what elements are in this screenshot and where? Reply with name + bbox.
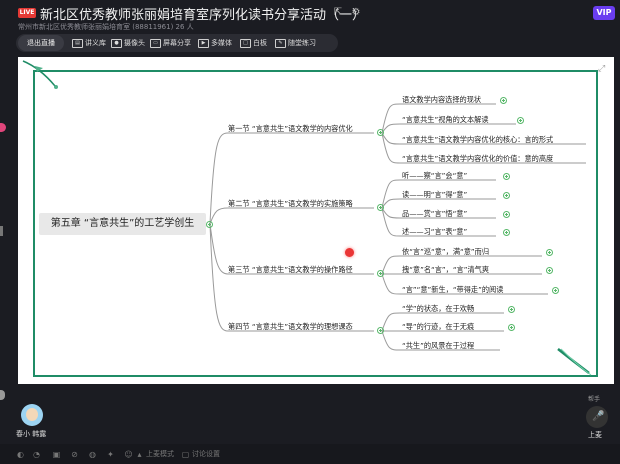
expand-leaf-icon[interactable]: [503, 229, 510, 236]
tool-label: 多媒体: [211, 39, 232, 47]
decor-bottom-right: [557, 348, 592, 376]
mindmap-section-2[interactable]: 第二节 “言意共生”语文教学的实施策略: [228, 199, 353, 208]
laser-pointer-icon: [345, 248, 354, 257]
exit-live-button[interactable]: 退出直播: [18, 35, 64, 51]
share-icon[interactable]: ⇱: [333, 7, 343, 18]
tool-camera-button[interactable]: ●摄像头: [111, 35, 145, 51]
screen-share-icon: ▭: [150, 38, 161, 48]
slide-frame: [33, 70, 598, 377]
expand-leaf-icon[interactable]: [503, 192, 510, 199]
mindmap-leaf[interactable]: “导”的行迹，在于无痕: [402, 322, 475, 331]
tool-label: 随堂练习: [288, 39, 316, 47]
beauty-icon[interactable]: ☺: [124, 450, 133, 459]
comment-settings-icon: ▢: [181, 450, 190, 459]
mindmap-leaf[interactable]: “言意共生”视角的文本解读: [402, 115, 489, 124]
tool-handout-button[interactable]: ▤讲义库: [72, 35, 106, 51]
expand-leaf-icon[interactable]: [500, 97, 507, 104]
mindmap-leaf[interactable]: “言”“意”新生，“带得走”的阅读: [402, 285, 504, 294]
tool-whiteboard-button[interactable]: □白板: [240, 35, 267, 51]
bottom-bar: [0, 444, 620, 464]
mindmap-leaf[interactable]: “言意共生”语文教学内容优化的价值：意的高度: [402, 154, 554, 163]
mic-label: 上麦: [588, 431, 602, 439]
expand-root-icon[interactable]: [206, 221, 213, 228]
volume-icon[interactable]: ◔: [33, 450, 40, 459]
expand-leaf-icon[interactable]: [552, 287, 559, 294]
tool-label: 摄像头: [124, 39, 145, 47]
camera-toggle-icon[interactable]: ▣: [52, 450, 61, 459]
quiz-icon: ✎: [275, 38, 286, 48]
whiteboard-icon: □: [240, 38, 251, 48]
group-info: 常州市新北区优秀教师张丽娟培育室 (88811961) 26 人: [18, 23, 194, 31]
mindmap-leaf[interactable]: “学”的状态，在于欢畅: [402, 304, 475, 313]
mindmap-leaf[interactable]: 依“言”巡“意”，满“意”而归: [402, 247, 490, 256]
expand-leaf-icon[interactable]: [503, 211, 510, 218]
mindmap-leaf[interactable]: 拽“意”名“言”，“言”清气爽: [402, 265, 490, 274]
avatar-face: [26, 408, 38, 421]
page-title: 新北区优秀教师张丽娟培育室序列化读书分享活动（一）: [40, 8, 366, 23]
expand-leaf-icon[interactable]: [508, 306, 515, 313]
settings-icon[interactable]: ⚙: [351, 7, 361, 18]
expand-leaf-icon[interactable]: [546, 249, 553, 256]
mindmap-leaf[interactable]: 品——赏“言”悟“意”: [402, 209, 468, 218]
mindmap-section-3[interactable]: 第三节 “言意共生”语文教学的操作路径: [228, 265, 353, 274]
decor-top-left: [22, 60, 58, 89]
helper-label: 帮手: [588, 396, 601, 403]
mic-icon: 🎤: [592, 411, 605, 422]
expand-section-1-icon[interactable]: [377, 129, 384, 136]
tool-label: 屏幕分享: [163, 39, 191, 47]
mindmap-section-4[interactable]: 第四节 “言意共生”语文教学的理想课态: [228, 322, 353, 331]
mindmap-leaf[interactable]: 读——明“言”得“意”: [402, 190, 468, 199]
expand-leaf-icon[interactable]: [546, 267, 553, 274]
mindmap-leaf[interactable]: 语文教学内容选择的现状: [402, 95, 482, 104]
side-handle[interactable]: [0, 390, 5, 400]
vip-badge[interactable]: VIP: [593, 6, 615, 20]
mindmap-leaf[interactable]: “言意共生”语文教学内容优化的核心：言的形式: [402, 135, 554, 144]
expand-section-2-icon[interactable]: [377, 204, 384, 211]
effects-icon[interactable]: ✦: [107, 450, 114, 459]
mic-mode-button[interactable]: 上麦模式: [146, 450, 174, 458]
expand-section-3-icon[interactable]: [377, 270, 384, 277]
camera-icon: ●: [111, 38, 122, 48]
mic-mode-icon: ▴: [137, 450, 142, 459]
mindmap-root[interactable]: 第五章 “言意共生”的工艺学创生: [39, 213, 206, 235]
tool-media-button[interactable]: ▶多媒体: [198, 35, 232, 51]
mindmap-section-1[interactable]: 第一节 “言意共生”语文教学的内容优化: [228, 124, 353, 133]
tool-quiz-button[interactable]: ✎随堂练习: [275, 35, 316, 51]
expand-section-4-icon[interactable]: [377, 327, 384, 334]
expand-leaf-icon[interactable]: [503, 173, 510, 180]
mic-toggle-icon[interactable]: ◍: [89, 450, 96, 459]
user-name: 春小 韩露: [16, 430, 47, 438]
expand-leaf-icon[interactable]: [508, 324, 515, 331]
expand-leaf-icon[interactable]: [517, 117, 524, 124]
handout-icon: ▤: [72, 38, 83, 48]
toolbar: [16, 34, 338, 52]
tool-label: 白板: [253, 39, 267, 47]
fullscreen-icon[interactable]: ⤢: [598, 64, 606, 74]
side-indicator: [0, 123, 6, 132]
tool-label: 讲义库: [85, 39, 106, 47]
side-marker: [0, 226, 3, 236]
mindmap-leaf[interactable]: 述——习“言”表“意”: [402, 227, 468, 236]
media-icon: ▶: [198, 38, 209, 48]
speaker-icon[interactable]: ◐: [17, 450, 24, 459]
live-badge: LIVE: [18, 8, 36, 18]
mic-button[interactable]: [586, 406, 608, 428]
mindmap-leaf[interactable]: “共生”的风景在于过程: [402, 341, 475, 350]
mindmap-leaf[interactable]: 听——察“言”会“意”: [402, 171, 468, 180]
mute-icon[interactable]: ⊘: [71, 450, 78, 459]
tool-screen-share-button[interactable]: ▭屏幕分享: [150, 35, 191, 51]
comment-settings-button[interactable]: 讨论设置: [192, 450, 220, 458]
